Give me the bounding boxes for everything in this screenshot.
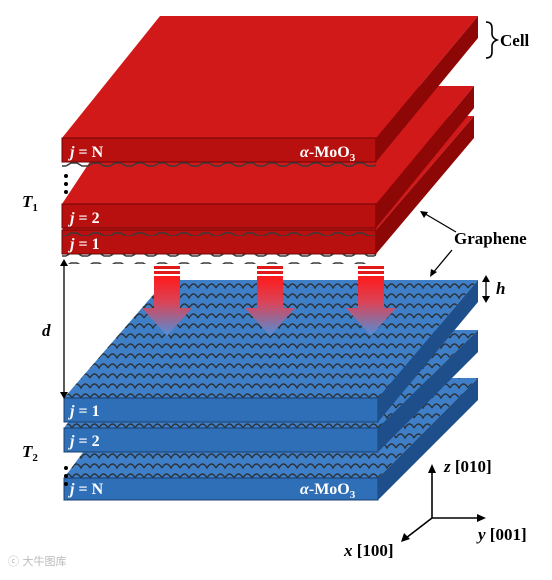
red-slab-jN-side xyxy=(376,16,478,162)
cell-label: Cell xyxy=(500,31,530,50)
red-material-label: α-MoO3 xyxy=(300,144,356,164)
graphene-lattice-red-j2 xyxy=(62,228,376,236)
red-stack-ellipsis xyxy=(64,174,68,194)
d-label: d xyxy=(42,321,51,340)
heat-flux-arrow-1 xyxy=(142,266,192,336)
red-slab-jN-top xyxy=(62,16,478,138)
blue-material-label: α-MoO3 xyxy=(300,481,356,501)
heat-flux-arrow-2 xyxy=(245,266,295,336)
z-axis-label: z [010] xyxy=(443,457,492,476)
red-slab-j2-front xyxy=(61,203,377,229)
graphene-lattice-red-j1 xyxy=(62,254,376,264)
t2-label: T2 xyxy=(22,442,38,464)
d-arrow-bottom xyxy=(60,392,68,399)
h-label: h xyxy=(496,279,505,298)
graphene-label: Graphene xyxy=(454,229,527,248)
x-axis xyxy=(405,517,433,539)
y-axis-head xyxy=(477,514,486,522)
blue-j1-label: j = 1 xyxy=(67,403,100,420)
red-slab-j2-side xyxy=(376,86,474,228)
cell-brace xyxy=(485,21,500,59)
graphene-pointer-blue xyxy=(431,249,453,275)
graphene-pointer-red-head xyxy=(420,211,428,218)
blue-slab-j1-side xyxy=(378,280,478,422)
blue-j2-label: j = 2 xyxy=(67,433,100,450)
blue-slab-jN-side xyxy=(378,378,478,500)
blue-slab-j1-front xyxy=(63,397,379,423)
h-arrow-top xyxy=(482,275,490,282)
graphene-pointer-red xyxy=(421,211,457,233)
red-slab-j1-side xyxy=(376,116,474,254)
z-axis-head xyxy=(428,464,436,473)
x-axis-head xyxy=(401,533,410,542)
blue-stack-ellipsis xyxy=(64,466,68,486)
red-jN-label: j = N xyxy=(67,144,104,161)
blue-jN-label: j = N xyxy=(67,481,104,498)
watermark: ⓒ 大牛图库 xyxy=(8,555,67,568)
h-arrow-bottom xyxy=(482,296,490,303)
red-j2-label: j = 2 xyxy=(67,210,100,227)
blue-slab-j2-side xyxy=(378,330,478,452)
red-slab-jN xyxy=(61,16,478,172)
heat-flux-arrow-3 xyxy=(346,266,396,336)
blue-slab-j2-front xyxy=(63,427,379,453)
d-arrow-top xyxy=(60,259,68,266)
graphene-lattice-red-jN xyxy=(62,162,376,172)
graphene-pointer-blue-head xyxy=(430,269,437,277)
t1-label: T1 xyxy=(22,192,38,214)
red-j1-label: j = 1 xyxy=(67,236,100,253)
coordinate-axes xyxy=(401,464,486,542)
x-axis-label: x [100] xyxy=(343,541,394,560)
y-axis-label: y [001] xyxy=(476,525,527,544)
